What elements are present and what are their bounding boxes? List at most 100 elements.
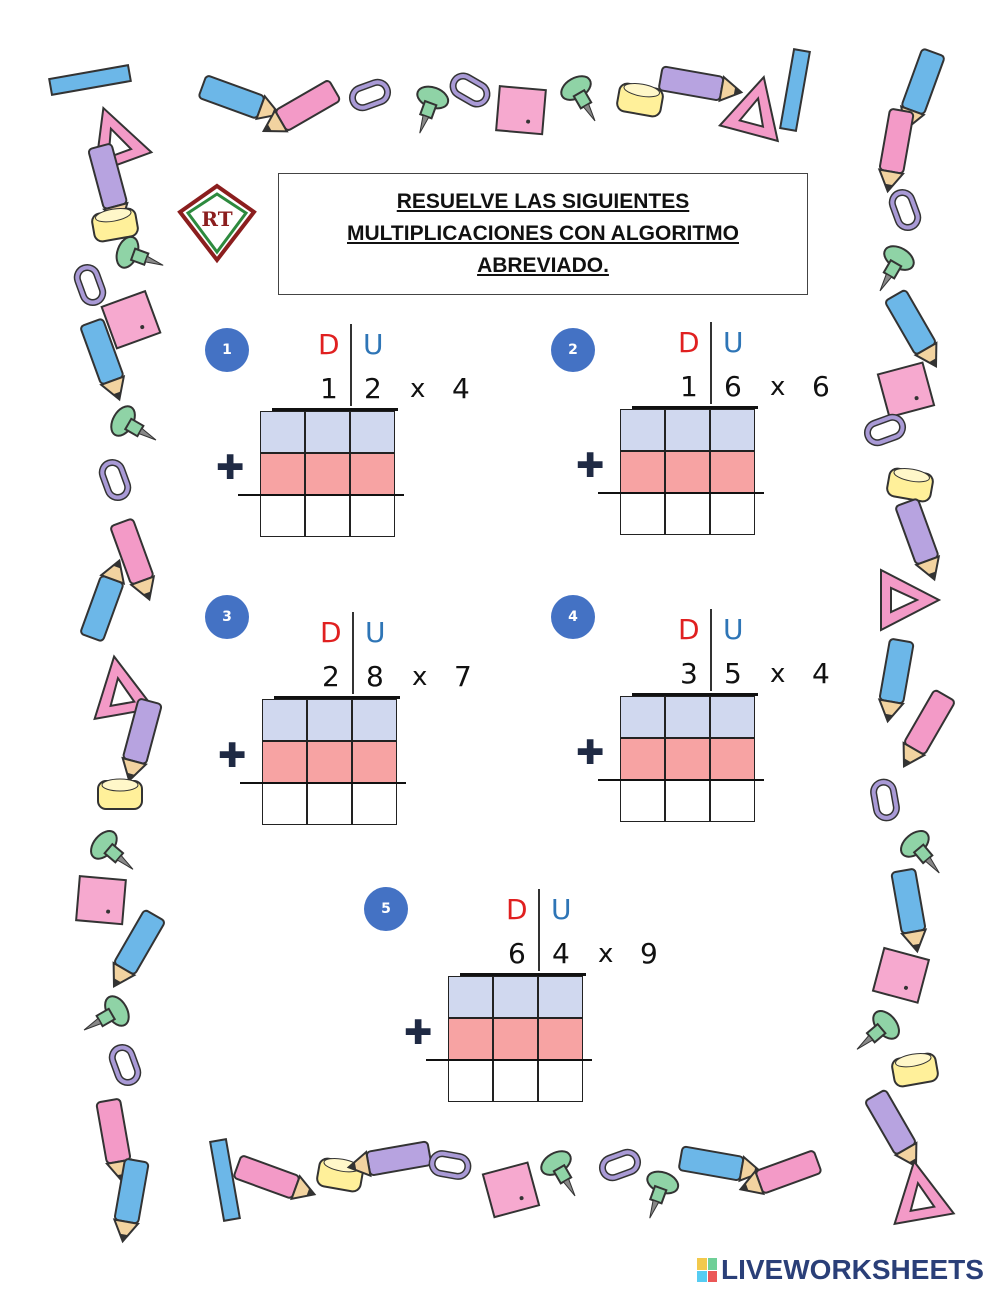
product-row-cell[interactable]: [307, 741, 352, 783]
carry-row-cell[interactable]: [352, 699, 397, 741]
units-column-label: U: [363, 328, 384, 361]
plus-sign-icon: ✚: [404, 1013, 433, 1053]
instructions-title: RESUELVE LAS SIGUIENTES MULTIPLICACIONES…: [347, 190, 739, 277]
result-row-cell[interactable]: [620, 780, 665, 822]
carry-row-cell[interactable]: [665, 696, 710, 738]
units-digit: 8: [366, 660, 384, 693]
factor-underline: [632, 406, 758, 409]
product-row-cell[interactable]: [620, 738, 665, 780]
carry-row-cell[interactable]: [307, 699, 352, 741]
result-row-cell[interactable]: [493, 1060, 538, 1102]
liveworksheets-logo-icon: [697, 1258, 717, 1282]
units-column-label: U: [723, 326, 744, 359]
product-row-cell[interactable]: [710, 738, 755, 780]
product-row-cell[interactable]: [493, 1018, 538, 1060]
bottom-border: [209, 1138, 823, 1225]
left-border: [48, 64, 170, 1245]
product-row-cell[interactable]: [352, 741, 397, 783]
tens-column-label: D: [320, 616, 342, 649]
result-row-cell[interactable]: [260, 495, 305, 537]
tens-column-label: D: [506, 893, 528, 926]
product-row-cell[interactable]: [620, 451, 665, 493]
result-row-cell[interactable]: [305, 495, 350, 537]
column-separator: [710, 609, 712, 691]
units-digit: 5: [724, 657, 742, 690]
result-row-cell[interactable]: [350, 495, 395, 537]
multiplier-digit: 6: [812, 370, 830, 403]
multiplier-digit: 4: [812, 657, 830, 690]
carry-row-cell[interactable]: [665, 409, 710, 451]
carry-row-cell[interactable]: [710, 696, 755, 738]
factor-underline: [632, 693, 758, 696]
result-row-cell[interactable]: [307, 783, 352, 825]
tens-column-label: D: [318, 328, 340, 361]
liveworksheets-brand: LIVEWORKSHEETS: [697, 1254, 984, 1286]
product-row-cell[interactable]: [350, 453, 395, 495]
sum-line: [598, 492, 764, 494]
tens-column-label: D: [678, 613, 700, 646]
plus-sign-icon: ✚: [216, 448, 245, 488]
right-border: [845, 47, 957, 1225]
tens-digit: 1: [320, 372, 338, 405]
problem-number-badge: 1: [205, 328, 249, 372]
column-separator: [710, 322, 712, 404]
sum-line: [240, 782, 406, 784]
units-digit: 2: [364, 372, 382, 405]
carry-row-cell[interactable]: [448, 976, 493, 1018]
result-row-cell[interactable]: [538, 1060, 583, 1102]
problem-number-badge: 5: [364, 887, 408, 931]
tens-digit: 1: [680, 370, 698, 403]
answer-grid: [448, 976, 583, 1102]
column-separator: [538, 889, 540, 971]
result-row-cell[interactable]: [710, 493, 755, 535]
answer-grid: [620, 696, 755, 822]
plus-sign-icon: ✚: [576, 446, 605, 486]
result-row-cell[interactable]: [620, 493, 665, 535]
school-logo: RT: [177, 183, 257, 264]
sum-line: [238, 494, 404, 496]
result-row-cell[interactable]: [710, 780, 755, 822]
svg-text:RT: RT: [201, 207, 232, 231]
multiply-sign: x: [770, 659, 786, 689]
result-row-cell[interactable]: [448, 1060, 493, 1102]
product-row-cell[interactable]: [538, 1018, 583, 1060]
result-row-cell[interactable]: [665, 780, 710, 822]
result-row-cell[interactable]: [665, 493, 710, 535]
carry-row-cell[interactable]: [620, 409, 665, 451]
product-row-cell[interactable]: [665, 451, 710, 493]
tens-column-label: D: [678, 326, 700, 359]
product-row-cell[interactable]: [260, 453, 305, 495]
product-row-cell[interactable]: [305, 453, 350, 495]
plus-sign-icon: ✚: [576, 733, 605, 773]
column-separator: [350, 324, 352, 406]
product-row-cell[interactable]: [262, 741, 307, 783]
tens-digit: 6: [508, 937, 526, 970]
carry-row-cell[interactable]: [350, 411, 395, 453]
top-border: [197, 48, 811, 143]
result-row-cell[interactable]: [262, 783, 307, 825]
product-row-cell[interactable]: [665, 738, 710, 780]
instructions-box: RESUELVE LAS SIGUIENTES MULTIPLICACIONES…: [278, 173, 808, 295]
carry-row-cell[interactable]: [260, 411, 305, 453]
product-row-cell[interactable]: [448, 1018, 493, 1060]
carry-row-cell[interactable]: [262, 699, 307, 741]
problem-number-badge: 4: [551, 595, 595, 639]
plus-sign-icon: ✚: [218, 736, 247, 776]
carry-row-cell[interactable]: [620, 696, 665, 738]
carry-row-cell[interactable]: [538, 976, 583, 1018]
sum-line: [426, 1059, 592, 1061]
tens-digit: 2: [322, 660, 340, 693]
factor-underline: [274, 696, 400, 699]
multiplier-digit: 9: [640, 937, 658, 970]
units-column-label: U: [723, 613, 744, 646]
result-row-cell[interactable]: [352, 783, 397, 825]
carry-row-cell[interactable]: [710, 409, 755, 451]
carry-row-cell[interactable]: [305, 411, 350, 453]
product-row-cell[interactable]: [710, 451, 755, 493]
units-digit: 6: [724, 370, 742, 403]
liveworksheets-text: LIVEWORKSHEETS: [721, 1254, 984, 1285]
units-digit: 4: [552, 937, 570, 970]
carry-row-cell[interactable]: [493, 976, 538, 1018]
answer-grid: [260, 411, 395, 537]
multiplier-digit: 4: [452, 372, 470, 405]
